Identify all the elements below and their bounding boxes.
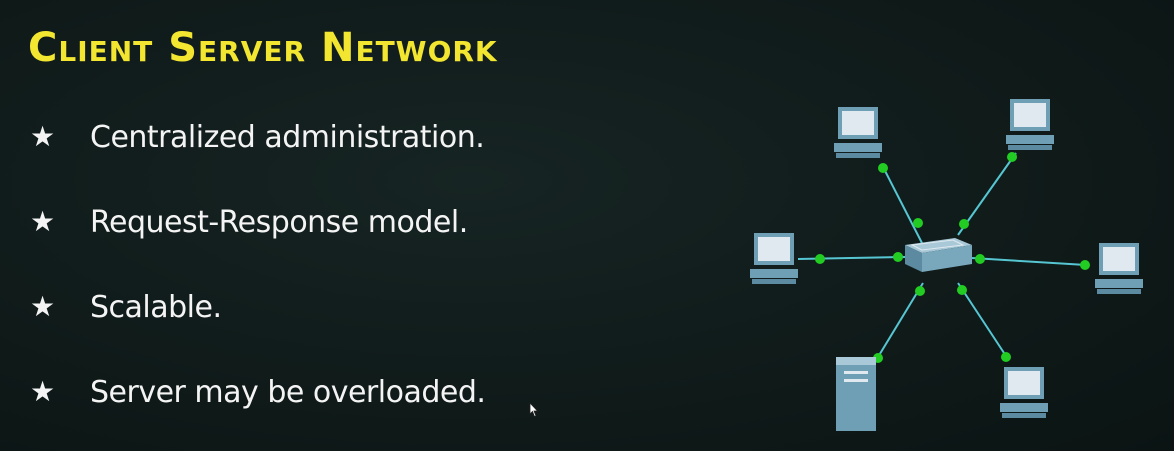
star-icon: ★ bbox=[30, 290, 56, 323]
link-light bbox=[893, 252, 903, 262]
link-light bbox=[1001, 352, 1011, 362]
link-light bbox=[1080, 260, 1090, 270]
link-light bbox=[1007, 152, 1017, 162]
bullet-list: ★ Centralized administration. ★ Request-… bbox=[30, 112, 486, 451]
desktop-computer-icon bbox=[1006, 99, 1054, 150]
mouse-cursor-icon bbox=[529, 402, 539, 418]
bullet-item: ★ Server may be overloaded. bbox=[30, 367, 486, 417]
star-icon: ★ bbox=[30, 375, 56, 408]
link-left bbox=[797, 256, 906, 260]
network-switch-icon bbox=[905, 238, 972, 272]
link-top-left bbox=[881, 164, 924, 246]
desktop-computer-icon bbox=[1000, 367, 1048, 418]
bullet-text: Server may be overloaded. bbox=[90, 374, 486, 410]
star-icon: ★ bbox=[30, 120, 56, 153]
link-lights bbox=[815, 152, 1090, 363]
link-light bbox=[957, 285, 967, 295]
bullet-text: Request-Response model. bbox=[90, 204, 468, 240]
link-light bbox=[915, 286, 925, 296]
desktop-computer-icon bbox=[750, 233, 798, 284]
link-light bbox=[913, 218, 923, 228]
slide-title: Client Server Network bbox=[28, 25, 498, 71]
bullet-item: ★ Centralized administration. bbox=[30, 112, 485, 162]
link-server bbox=[877, 282, 924, 358]
bullet-item: ★ Scalable. bbox=[30, 282, 485, 332]
bullet-item: ★ Request-Response model. bbox=[30, 197, 485, 247]
link-right bbox=[971, 257, 1087, 266]
server-tower-icon bbox=[836, 357, 876, 431]
network-diagram bbox=[750, 99, 1143, 431]
star-icon: ★ bbox=[30, 205, 56, 238]
bullet-text: Scalable. bbox=[90, 289, 222, 325]
bullet-text: Centralized administration. bbox=[90, 119, 485, 155]
link-bottom-right bbox=[957, 282, 1009, 360]
link-light bbox=[975, 254, 985, 264]
link-light bbox=[878, 163, 888, 173]
desktop-computer-icon bbox=[834, 107, 882, 158]
desktop-computer-icon bbox=[1095, 243, 1143, 294]
link-light bbox=[959, 219, 969, 229]
link-light bbox=[815, 254, 825, 264]
